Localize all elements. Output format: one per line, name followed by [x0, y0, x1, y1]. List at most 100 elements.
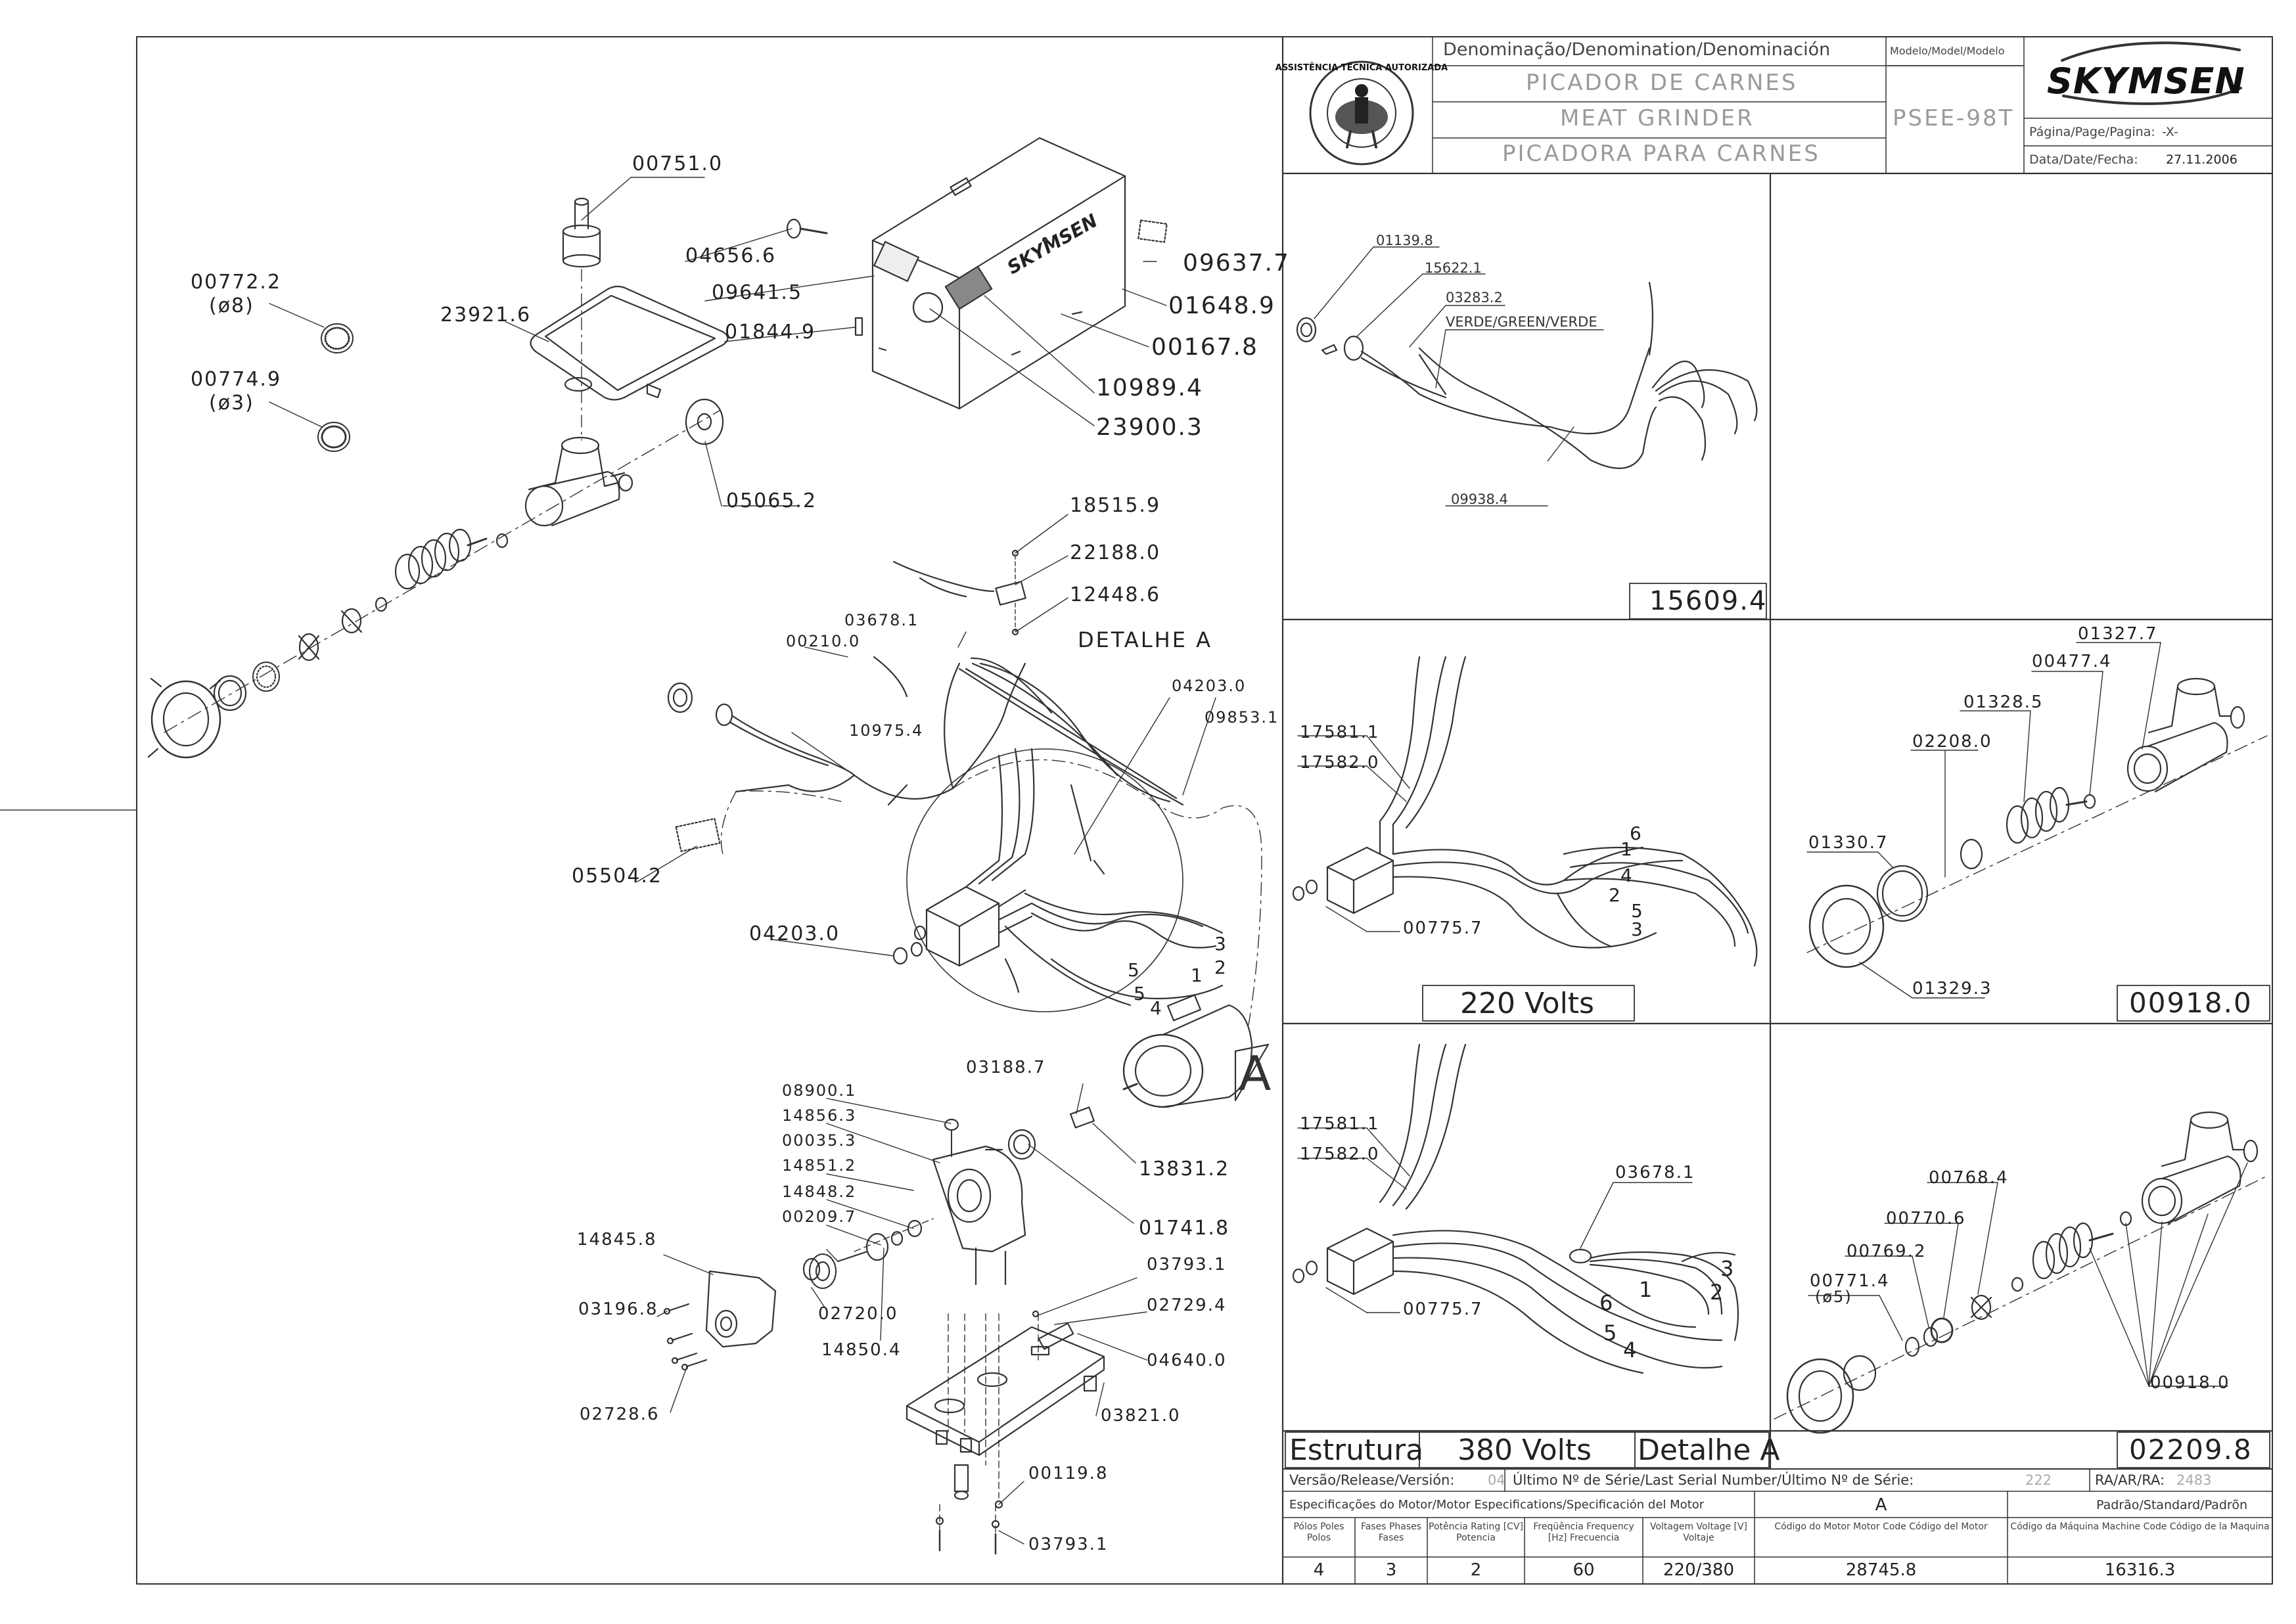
motor-spec-grid	[1354, 1468, 2090, 1585]
part-label: 02728.6	[580, 1405, 660, 1424]
serial-label: Último Nº de Série/Last Serial Number/Úl…	[1513, 1472, 1914, 1488]
wire-number: 5	[1134, 983, 1147, 1004]
wire-number: 1	[1639, 1277, 1654, 1302]
value-machine-code: 16316.3	[2104, 1560, 2176, 1580]
part-label: 14850.4	[821, 1340, 902, 1360]
base-plate-part	[906, 1310, 1105, 1555]
part-label: 23900.3	[1096, 414, 1203, 441]
part-label: 00477.4	[2032, 652, 2112, 671]
part-label: 04203.0	[1172, 677, 1247, 695]
part-label: 02208.0	[1912, 732, 1992, 752]
detalhe-box	[1634, 1432, 1770, 1468]
switch-block-part	[892, 748, 1224, 1006]
leader-lines	[269, 177, 1216, 1545]
part-label: 04640.0	[1147, 1351, 1227, 1370]
220v-leaders	[1297, 735, 1410, 932]
header-machine-code: Código da Máquina Machine Code Código de…	[2010, 1522, 2270, 1532]
standard-label: Padrão/Standard/Padrõn	[2096, 1498, 2247, 1512]
part-label: 01329.3	[1912, 979, 1992, 999]
header-motor-code: Código do Motor Motor Code Código del Mo…	[1774, 1522, 1988, 1532]
capacitor-part	[892, 549, 1026, 636]
part-label: 10989.4	[1096, 374, 1203, 401]
wire-number: 4	[1150, 997, 1163, 1019]
part-label: 18515.9	[1070, 494, 1161, 517]
part-label-sub: (ø8)	[209, 294, 254, 317]
part-label: 00751.0	[632, 152, 723, 175]
part-label: 01139.8	[1376, 233, 1433, 248]
wire-number: 2	[1214, 957, 1228, 978]
version-value: 04	[1488, 1472, 1505, 1488]
part-label: 17581.1	[1300, 723, 1380, 742]
ring-nut-part	[147, 677, 221, 759]
screw-parts-left	[663, 1303, 708, 1371]
value-phases: 3	[1385, 1560, 1397, 1580]
wire-number: 3	[1720, 1256, 1735, 1281]
part-label: 01648.9	[1168, 292, 1275, 319]
estrutura-caption: Estrutura	[1289, 1433, 1424, 1467]
part-label: 05504.2	[572, 865, 663, 888]
motor-spec-title: Especificações do Motor/Motor Especifica…	[1289, 1498, 1705, 1512]
brand-logo-swoosh	[2061, 41, 2242, 105]
part-label: 03188.7	[966, 1058, 1046, 1077]
grinder-full-kit-drawing	[1774, 1111, 2268, 1434]
wiring-leaders	[1314, 246, 1604, 507]
part-label: 00167.8	[1151, 334, 1258, 361]
part-label: 12448.6	[1070, 583, 1161, 606]
coupling-part	[1070, 1106, 1095, 1129]
part-label: 15622.1	[1425, 260, 1482, 276]
page-value: -X-	[2162, 125, 2178, 139]
part-label: 09641.5	[712, 281, 803, 304]
knob-part	[786, 218, 828, 239]
part-label: 01844.9	[725, 321, 816, 344]
full-kit-code-box	[2117, 1432, 2270, 1468]
part-label: 08900.1	[782, 1081, 857, 1100]
part-label: 00768.4	[1929, 1168, 2009, 1188]
value-frequency: 60	[1573, 1560, 1595, 1580]
value-motor-code: 28745.8	[1845, 1560, 1917, 1580]
part-label: 03678.1	[1615, 1163, 1695, 1183]
sheet-frame	[0, 35, 2274, 1585]
full-kit-leaders	[1808, 1162, 2248, 1387]
part-label: 03793.1	[1147, 1255, 1227, 1274]
serial-value: 222	[2025, 1472, 2052, 1488]
estrutura-box	[1285, 1432, 1420, 1468]
wire-number: 2	[1609, 884, 1622, 906]
head-kit-code: 00918.0	[2129, 987, 2253, 1019]
part-label: 01741.8	[1139, 1217, 1230, 1240]
denomination-header: Denominação/Denomination/Denominación	[1443, 39, 1831, 60]
header-phases: Fases Phases Fases	[1360, 1522, 1422, 1543]
product-name-es: PICADORA PARA CARNES	[1502, 141, 1820, 167]
grinder-head-kit-drawing	[1806, 677, 2268, 968]
wire-number: 3	[1631, 918, 1644, 940]
part-label: 00035.3	[782, 1131, 857, 1150]
part-label: 03821.0	[1101, 1406, 1181, 1426]
wire-number: 5	[1603, 1320, 1619, 1345]
gear-assembly-part	[802, 1218, 934, 1290]
wire-number: 5	[1631, 900, 1644, 922]
version-label: Versão/Release/Versión:	[1289, 1472, 1455, 1488]
wire-number: 6	[1599, 1290, 1615, 1315]
motor-part	[1122, 994, 1270, 1108]
part-label: 00772.2	[191, 271, 282, 294]
ground-wire-label: VERDE/GREEN/VERDE	[1446, 314, 1597, 330]
header-poles: Pólos Poles Polos	[1293, 1522, 1344, 1543]
knife-and-ring-parts	[213, 597, 388, 711]
part-label: 02729.4	[1147, 1296, 1227, 1315]
wire-number: 2	[1710, 1280, 1725, 1305]
part-label: 23921.6	[440, 304, 532, 327]
part-label: 09637.7	[1183, 250, 1290, 277]
220v-caption-box	[1422, 985, 1635, 1022]
part-label: 00771.4	[1810, 1271, 1890, 1291]
part-label: 04203.0	[749, 922, 840, 945]
part-label-sub: (ø5)	[1815, 1288, 1852, 1306]
ra-label: RA/AR/RA:	[2095, 1472, 2165, 1488]
model-header: Modelo/Model/Modelo	[1890, 45, 2005, 57]
page-label: Página/Page/Pagina:	[2029, 125, 2155, 139]
380v-leaders	[1297, 1127, 1693, 1313]
part-label: 01328.5	[1963, 692, 2044, 712]
380v-caption: 380 Volts	[1458, 1433, 1592, 1467]
date-value: 27.11.2006	[2166, 152, 2238, 167]
part-label: 10975.4	[849, 721, 924, 740]
part-label: 14848.2	[782, 1183, 857, 1201]
part-label: 00775.7	[1403, 1299, 1483, 1319]
